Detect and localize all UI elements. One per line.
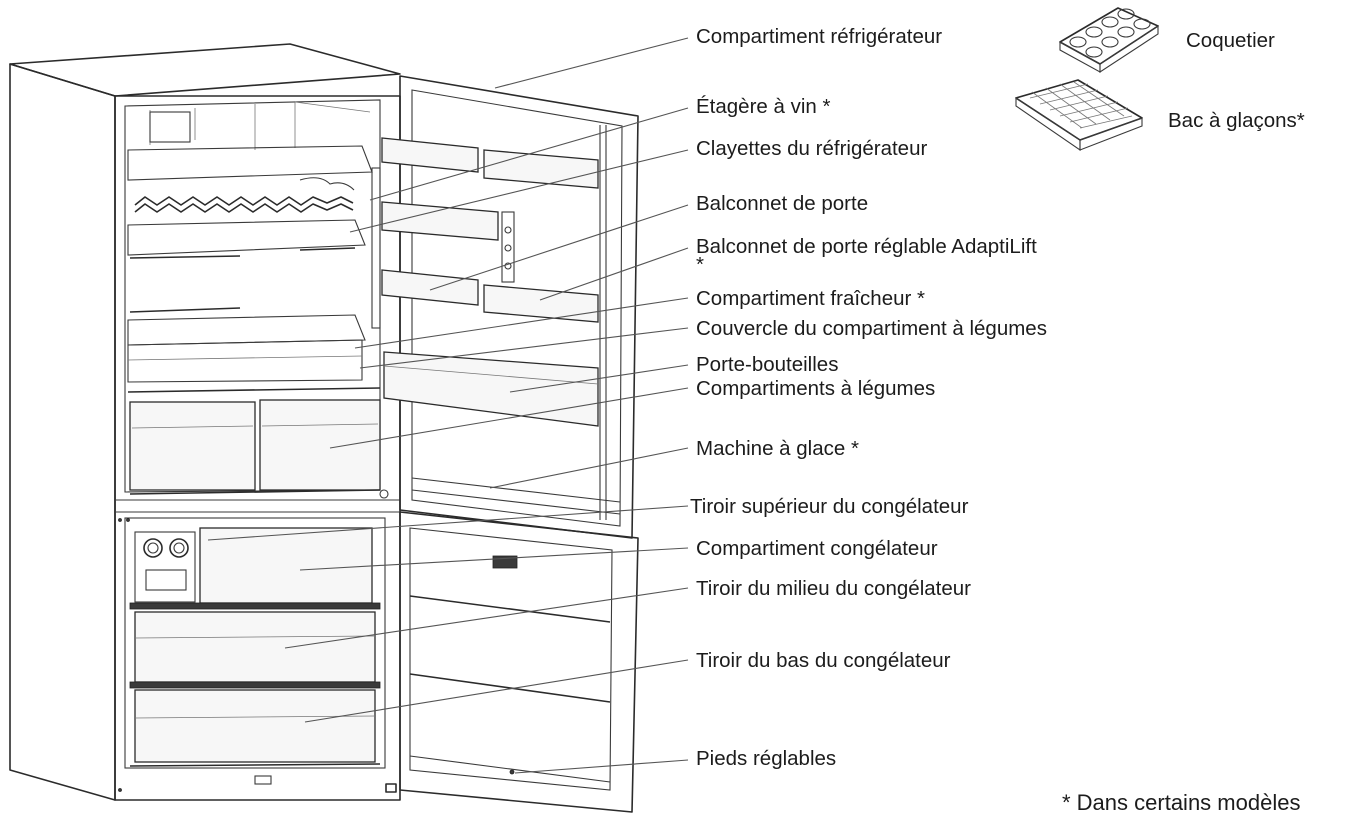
label-compartiment-fraicheur: Compartiment fraîcheur *: [696, 287, 926, 310]
label-tiroir-bas: Tiroir du bas du congélateur: [696, 649, 951, 672]
label-balconnet-adaptilift-star: *: [696, 253, 704, 276]
fridge-door: [381, 75, 639, 539]
label-balconnet-porte: Balconnet de porte: [696, 192, 869, 215]
leader-lines: [207, 37, 689, 774]
label-machine-glace: Machine à glace *: [696, 437, 859, 460]
footnote: * Dans certains modèles: [1062, 790, 1301, 815]
label-tiroir-superieur: Tiroir supérieur du congélateur: [690, 495, 969, 518]
label-bac-glacons: Bac à glaçons*: [1168, 109, 1305, 132]
refrigerator-cabinet: [9, 43, 401, 801]
ice-tray-drawing: [1015, 79, 1143, 152]
label-compartiments-legumes: Compartiments à légumes: [696, 377, 936, 400]
label-coquetier: Coquetier: [1186, 29, 1275, 52]
label-pieds-reglables: Pieds réglables: [696, 747, 837, 770]
label-clayettes: Clayettes du réfrigérateur: [696, 137, 928, 160]
label-etagere-a-vin: Étagère à vin *: [696, 95, 831, 118]
egg-tray-drawing: [1059, 7, 1159, 74]
label-tiroir-milieu: Tiroir du milieu du congélateur: [696, 577, 971, 600]
label-compartiment-congelateur: Compartiment congélateur: [696, 537, 938, 560]
label-compartiment-refrigerateur: Compartiment réfrigérateur: [696, 25, 943, 48]
label-balconnet-adaptilift: Balconnet de porte réglable AdaptiLift: [696, 235, 1037, 258]
freezer-door: [385, 511, 639, 813]
label-couvercle-legumes: Couvercle du compartiment à légumes: [696, 317, 1047, 340]
label-porte-bouteilles: Porte-bouteilles: [696, 353, 839, 376]
